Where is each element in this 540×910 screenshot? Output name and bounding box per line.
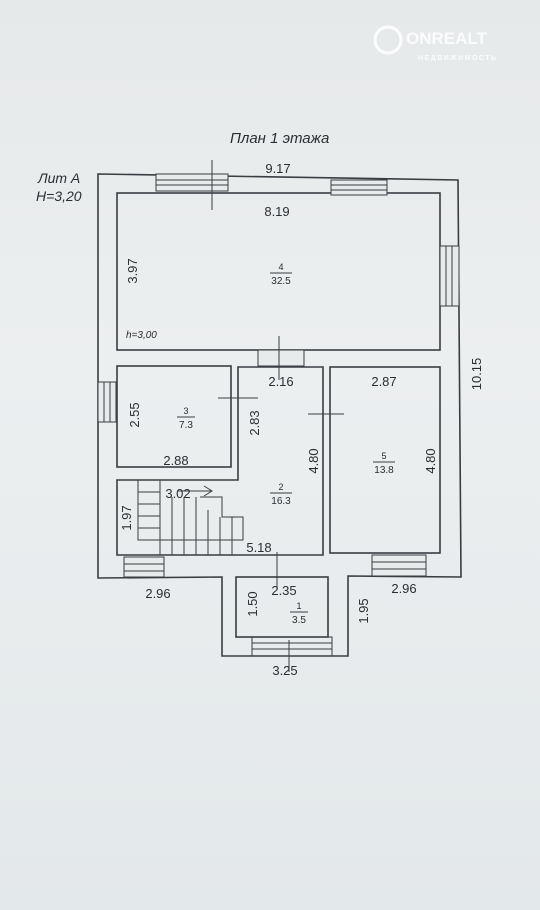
window-bottom-right xyxy=(371,554,427,577)
dim-room4-depth: 3.97 xyxy=(125,258,140,283)
room-3-label: 3 7.3 xyxy=(177,406,195,431)
dim-hall-b: 4.80 xyxy=(306,448,321,473)
dim-room2-width: 2.16 xyxy=(268,374,293,389)
ceiling-height: h=3,00 xyxy=(126,330,157,341)
dim-room5-width: 2.87 xyxy=(371,374,396,389)
door-opening-room4 xyxy=(257,349,305,367)
dim-stair: 3.02 xyxy=(165,486,190,501)
dim-right-bottom: 2.96 xyxy=(391,581,416,596)
room-5-label: 5 13.8 xyxy=(373,451,395,476)
room-number: 2 xyxy=(278,482,283,492)
watermark-logo-icon xyxy=(373,25,403,55)
watermark-brand: ONREALT xyxy=(406,29,488,48)
watermark-subtitle: НЕДВИЖИМОСТЬ xyxy=(418,55,498,62)
staircase xyxy=(137,480,244,555)
window-left xyxy=(97,381,117,423)
entrance-steps xyxy=(251,636,333,657)
plan-title: План 1 этажа xyxy=(230,130,329,147)
room-number: 3 xyxy=(183,406,188,416)
dim-room4-width: 8.19 xyxy=(264,204,289,219)
dim-outer-width: 9.17 xyxy=(265,161,290,176)
room-number: 4 xyxy=(278,262,283,272)
room-number: 5 xyxy=(381,451,386,461)
room-number: 1 xyxy=(296,601,301,611)
room-1-label: 1 3.5 xyxy=(290,601,308,626)
window-bottom-left xyxy=(123,556,165,578)
dim-room5-depth: 4.80 xyxy=(423,448,438,473)
room-4-label: 4 32.5 xyxy=(270,262,292,287)
outer-wall xyxy=(97,173,462,657)
room-3-outline xyxy=(116,365,232,468)
room-2-outline xyxy=(116,366,324,556)
room-area: 32.5 xyxy=(271,276,291,287)
room-area: 3.5 xyxy=(292,615,306,626)
dim-porch-width: 2.35 xyxy=(271,583,296,598)
room-5-outline xyxy=(329,366,441,554)
watermark: ONREALT НЕДВИЖИМОСТЬ xyxy=(373,25,498,62)
room-area: 13.8 xyxy=(374,465,394,476)
dim-room3-width: 2.88 xyxy=(163,453,188,468)
room-area: 7.3 xyxy=(179,420,193,431)
room-2-label: 2 16.3 xyxy=(270,482,292,507)
window-top-right xyxy=(330,179,388,196)
dim-porch-total: 3.25 xyxy=(272,663,297,678)
dim-porch-outer: 1.95 xyxy=(356,598,371,623)
dim-outer-length: 10.15 xyxy=(469,358,484,391)
building-lit: Лит А xyxy=(37,170,80,186)
dim-porch-depth: 1.50 xyxy=(245,591,260,616)
window-top-left xyxy=(155,173,229,192)
room-area: 16.3 xyxy=(271,496,291,507)
building-height: Н=3,20 xyxy=(36,188,82,204)
window-right xyxy=(439,245,460,307)
dim-left-bottom: 2.96 xyxy=(145,586,170,601)
dim-stair-depth: 1.97 xyxy=(119,505,134,530)
dim-hall-a: 2.83 xyxy=(247,410,262,435)
dim-hall-c: 5.18 xyxy=(246,540,271,555)
dim-room3-depth: 2.55 xyxy=(127,402,142,427)
